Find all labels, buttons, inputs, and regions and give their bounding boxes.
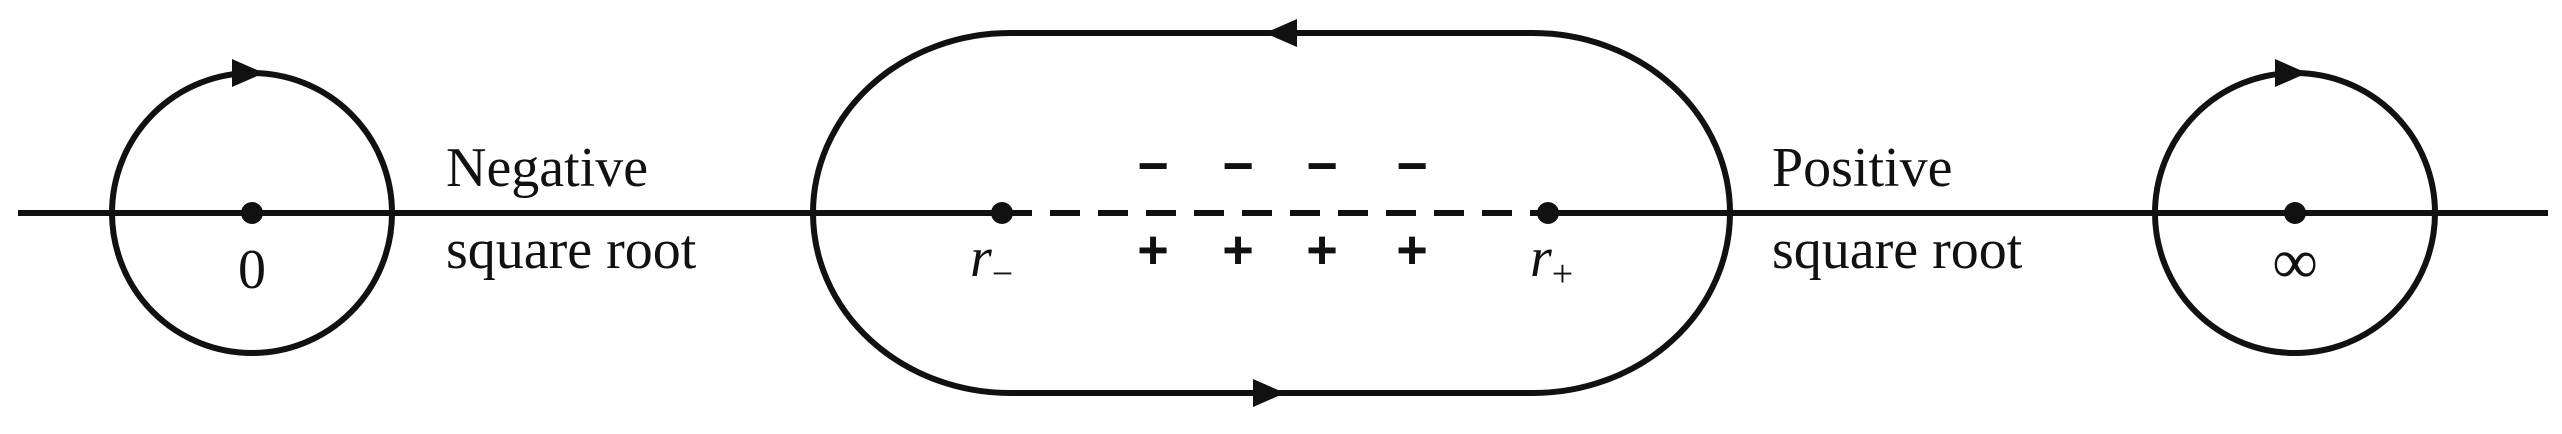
label-infinity: ∞ [2272, 226, 2318, 297]
point-infinity [2284, 202, 2306, 224]
cut-sign-upper: − [1306, 136, 1338, 196]
label-zero: 0 [238, 239, 266, 301]
cut-sign-lower: + [1137, 220, 1169, 280]
cut-sign-lower: + [1396, 220, 1428, 280]
cut-sign-upper: − [1222, 136, 1254, 196]
label-r-minus: r− [970, 227, 1013, 295]
arrow-left-icon [1265, 19, 1297, 47]
positive-label-line2: square root [1772, 219, 2023, 281]
contour-stadium [810, 30, 1733, 396]
cut-sign-lower: + [1306, 220, 1338, 280]
point-r-plus [1537, 202, 1559, 224]
cut-sign-lower: + [1222, 220, 1254, 280]
cut-sign-upper: − [1396, 136, 1428, 196]
point-origin [241, 202, 263, 224]
r-minus-symbol: r [970, 227, 992, 289]
negative-label-line1: Negative [446, 137, 648, 199]
negative-label-line2: square root [446, 219, 697, 281]
positive-label-line1: Positive [1772, 137, 1952, 199]
arrow-right-icon [232, 59, 264, 87]
label-r-plus: r+ [1530, 227, 1573, 295]
r-minus-subscript: − [992, 253, 1013, 295]
arrow-right-icon [2275, 59, 2307, 87]
arrow-right-icon [1253, 379, 1285, 407]
r-plus-symbol: r [1530, 227, 1552, 289]
cut-sign-upper: − [1137, 136, 1169, 196]
r-plus-subscript: + [1552, 253, 1573, 295]
point-r-minus [991, 202, 1013, 224]
